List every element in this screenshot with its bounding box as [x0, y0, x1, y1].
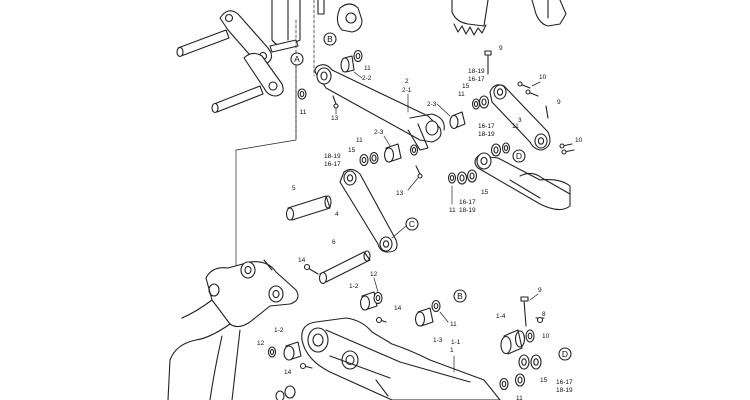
callout-c: C — [405, 217, 419, 231]
label-16-17-a: 16-17 — [324, 161, 341, 168]
grease-nipple-13 — [415, 165, 421, 175]
reference-lines — [235, 61, 297, 271]
callout-d-bottom-label: D — [562, 349, 568, 359]
callout-a-label: A — [294, 54, 300, 64]
washer-bottom-left — [284, 385, 296, 399]
label-11-c: 11 — [356, 137, 363, 144]
bolt-9-mid — [545, 105, 549, 119]
label-1-3: 1-3 — [433, 337, 443, 344]
seal-bottom-right — [518, 354, 530, 370]
bushing-1-2-top — [359, 291, 383, 311]
label-3: 3 — [518, 117, 522, 124]
label-12-a: 12 — [370, 271, 378, 278]
label-6: 6 — [332, 239, 336, 246]
seal-right-lower — [490, 143, 502, 157]
bushing-2-3-upper — [449, 111, 466, 130]
label-8: 8 — [542, 311, 546, 318]
label-12-b: 12 — [257, 340, 265, 347]
washer-11-right — [471, 98, 481, 110]
label-5: 5 — [292, 185, 296, 192]
pin-5 — [285, 195, 332, 221]
label-1-4: 1-4 — [496, 313, 506, 320]
label-9-a: 9 — [499, 45, 503, 52]
label-18-19-c: 18-19 — [478, 131, 495, 138]
label-13-a: 13 — [331, 115, 339, 122]
washer-11-bottom — [499, 377, 509, 391]
bolt-14-a — [307, 267, 319, 275]
upper-link-assembly — [176, 0, 363, 141]
seal-16-17 — [359, 153, 369, 167]
label-16-17-c: 16-17 — [478, 123, 495, 130]
callout-d-top-label: D — [516, 151, 522, 161]
label-15-c: 15 — [481, 189, 489, 196]
bushing-2-3-lower — [383, 143, 402, 163]
label-11-b: 11 — [364, 65, 371, 72]
cylinder-rod — [474, 152, 571, 211]
label-2-3-b: 2-3 — [374, 129, 384, 136]
label-14-c: 14 — [284, 369, 292, 376]
label-14-a: 14 — [298, 257, 306, 264]
washer-11-left — [297, 88, 307, 100]
callout-a: A — [290, 52, 304, 66]
label-4: 4 — [335, 211, 339, 218]
pin-1-4 — [500, 329, 526, 355]
seal-15 — [369, 151, 379, 165]
bucket-teeth — [451, 0, 567, 36]
label-16-17-d: 16-17 — [459, 199, 476, 206]
label-15-b: 15 — [462, 83, 470, 90]
label-9-b: 9 — [557, 99, 561, 106]
label-11-a: 11 — [300, 109, 307, 116]
callout-b-top-label: B — [327, 34, 333, 44]
label-10-c: 10 — [542, 333, 550, 340]
pin-6 — [318, 250, 371, 285]
label-18-19-a: 18-19 — [324, 153, 341, 160]
callout-b-top: B — [323, 32, 337, 46]
callout-b-bottom-label: B — [457, 291, 463, 301]
label-16-17-e: 16-17 — [556, 379, 573, 386]
label-16-17-b: 16-17 — [468, 76, 485, 83]
link-rod-2 — [314, 64, 445, 151]
arm-1 — [301, 317, 501, 400]
washer-11-rod — [447, 172, 457, 184]
boom-bracket — [167, 259, 299, 400]
bushing-1-2-bottom — [267, 341, 302, 361]
label-11-f: 11 — [449, 207, 456, 214]
label-18-19-e: 18-19 — [556, 387, 573, 394]
label-1-2-b: 1-2 — [274, 327, 284, 334]
callout-b-bottom: B — [453, 289, 467, 303]
link-3 — [489, 84, 551, 151]
label-2-3-a: 2-3 — [427, 101, 437, 108]
label-1: 1 — [450, 347, 454, 354]
callout-c-label: C — [409, 219, 415, 229]
washer-10 — [525, 329, 535, 343]
bushing-1-3 — [414, 299, 441, 327]
label-18-19-d: 18-19 — [459, 207, 476, 214]
label-11-h: 11 — [516, 395, 523, 400]
label-13-b: 13 — [396, 190, 404, 197]
label-11-e: 11 — [512, 123, 519, 130]
bolt-9-bottom — [520, 296, 529, 327]
bushing-2-2 — [340, 49, 363, 73]
label-9-c: 9 — [538, 287, 542, 294]
label-14-b: 14 — [394, 305, 402, 312]
label-10-b: 10 — [575, 137, 583, 144]
label-2-2: 2-2 — [362, 75, 372, 82]
washer-11-mid — [409, 144, 419, 156]
label-10-a: 10 — [539, 74, 547, 81]
callout-d-top: D — [512, 149, 526, 163]
label-18-19-b: 18-19 — [468, 68, 485, 75]
link-4 — [339, 168, 398, 253]
label-1-2-a: 1-2 — [349, 283, 359, 290]
callout-d-bottom: D — [558, 347, 572, 361]
label-2-1: 2-1 — [402, 87, 412, 94]
label-11-d: 11 — [458, 91, 465, 98]
label-2: 2 — [405, 78, 409, 85]
label-11-g: 11 — [450, 321, 457, 328]
label-1-1: 1-1 — [451, 339, 461, 346]
label-15-a: 15 — [348, 147, 356, 154]
label-15-d: 15 — [540, 377, 548, 384]
